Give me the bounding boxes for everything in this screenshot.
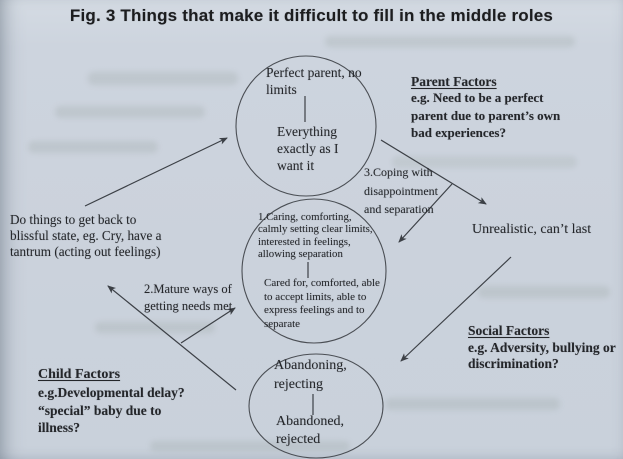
arrow-top-circle-to-unrealistic	[380, 139, 487, 205]
middle-circle	[241, 198, 387, 344]
social-factors-body: e.g. Adversity, bullying or discriminati…	[468, 340, 616, 371]
bottom-circle-result-text: Abandoned, rejected	[276, 414, 345, 447]
parent-factors-body: e.g. Need to be a perfect parent due to …	[411, 90, 561, 140]
arrow-mature-branch-to-middle-circle	[180, 307, 236, 344]
arrow-coping-branch-to-middle-circle	[398, 183, 453, 243]
child-factors-body: e.g.Developmental delay? “special” baby …	[38, 385, 185, 435]
middle-circle-result-text: Cared for, comforted, able to accept lim…	[264, 277, 380, 330]
coping-label: 3.Coping with disappointment and separat…	[364, 165, 438, 216]
arrow-bottom-circle-to-left-text	[107, 285, 237, 391]
top-circle-state-text: Perfect parent, no limits	[266, 65, 362, 97]
figure-title: Fig. 3 Things that make it difficult to …	[69, 6, 554, 25]
mature-ways-label: 2.Mature ways of getting needs met	[144, 282, 233, 313]
bottom-circle-state-text: Abandoning, rejecting	[274, 358, 347, 392]
top-circle	[235, 55, 377, 197]
arrow-unrealistic-to-bottom-circle	[400, 256, 512, 362]
unrealistic-label: Unrealistic, can’t last	[472, 222, 592, 237]
child-factors-heading: Child Factors	[38, 367, 121, 382]
social-factors-heading: Social Factors	[468, 323, 550, 338]
do-things-label: Do things to get back to blissful state,…	[10, 212, 162, 259]
arrow-left-text-to-top-circle	[84, 137, 228, 207]
middle-circle-state-text: 1.Caring, comforting, calmly setting cle…	[258, 211, 373, 261]
bottom-circle	[248, 353, 384, 459]
parent-factors-heading: Parent Factors	[411, 74, 497, 89]
top-circle-result-text: Everything exactly as I want it	[277, 124, 339, 173]
